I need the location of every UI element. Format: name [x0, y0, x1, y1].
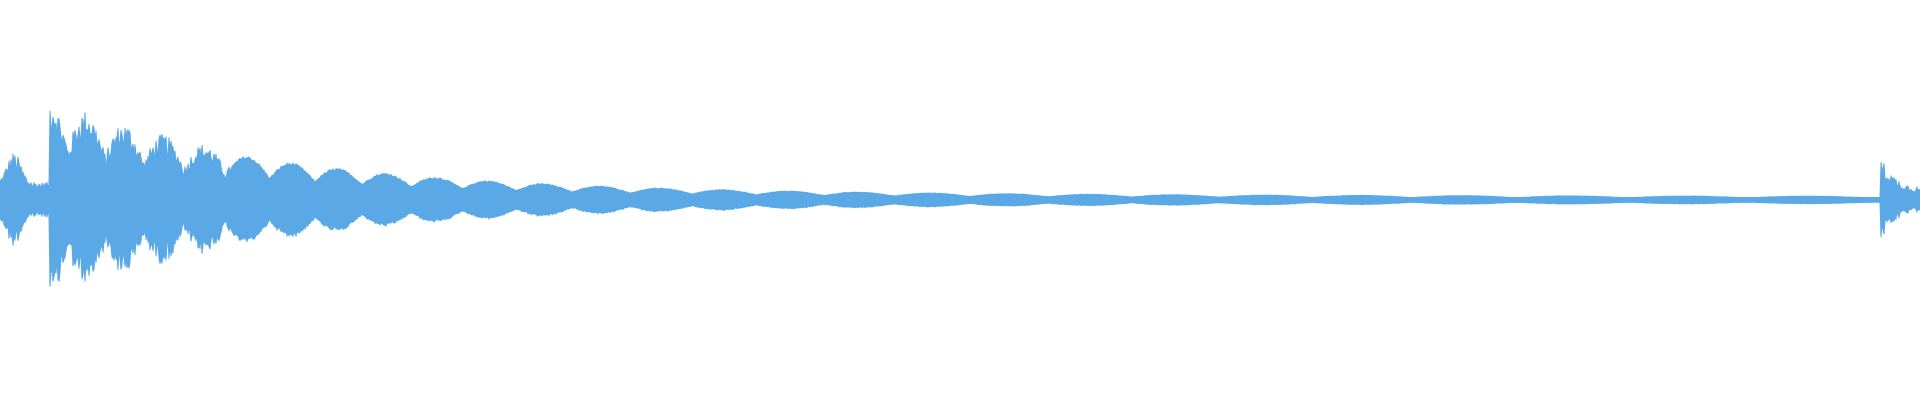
waveform-shape [0, 110, 1920, 287]
